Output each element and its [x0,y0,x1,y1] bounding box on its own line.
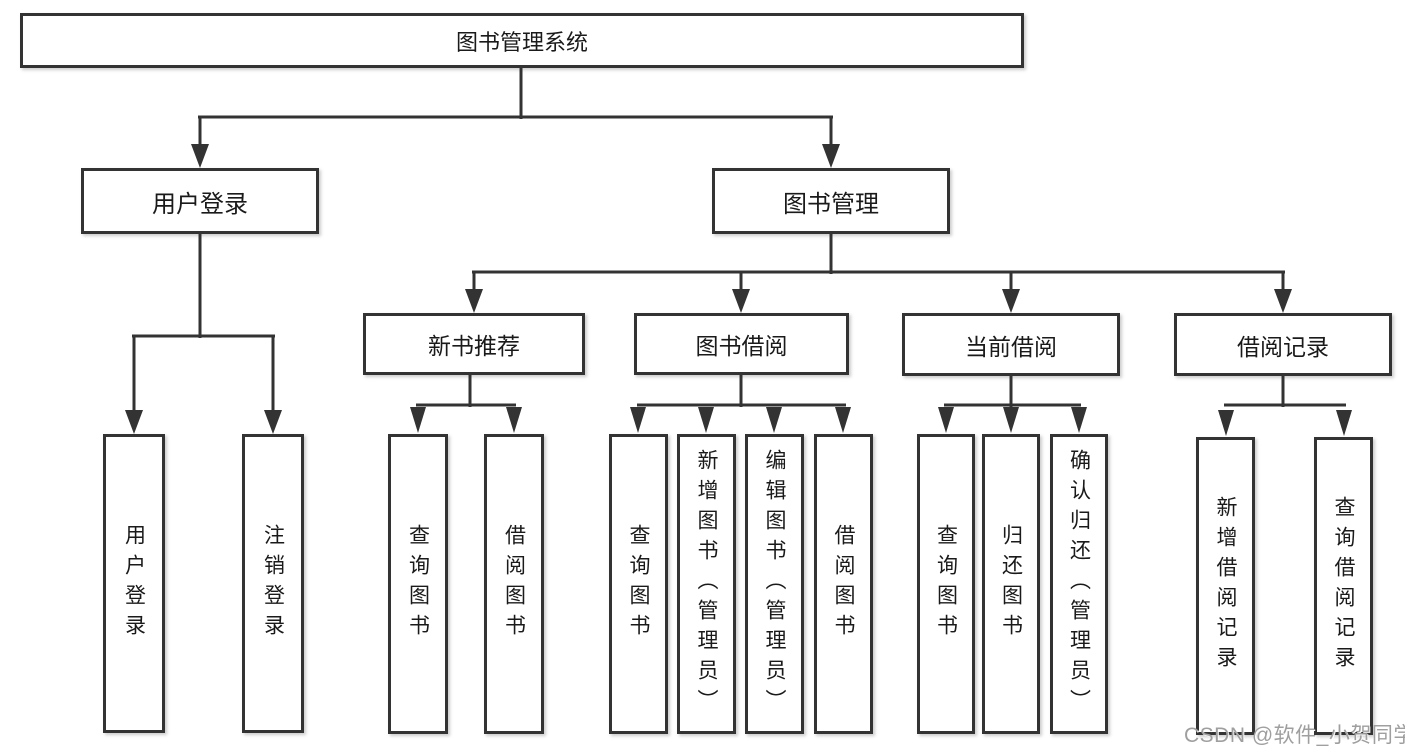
node-book-borrowing: 图书借阅 [634,313,849,375]
node-current-borrowing: 当前借阅 [902,313,1120,376]
node-label: 图书管理 [783,190,879,218]
leaf-label: 查询图书 [406,524,430,644]
connector-arrowhead [1274,289,1292,313]
connector-line [132,334,275,338]
connector-arrowhead [1002,289,1020,313]
leaf-label: 确认归还（管理员） [1067,449,1091,719]
node-book-management: 图书管理 [712,168,950,234]
leaf-edit-book-admin: 编辑图书（管理员） [745,434,804,734]
csdn-watermark: CSDN @软件_小贺同学 [1184,724,1405,747]
connector-arrowhead [264,410,282,434]
connector-line [198,117,202,148]
connector-line [829,117,833,148]
leaf-confirm-return-admin: 确认归还（管理员） [1050,434,1108,734]
leaf-return-book: 归还图书 [982,434,1040,734]
node-user-login: 用户登录 [81,168,319,234]
connector-line [739,272,743,291]
connector-arrowhead [191,144,209,168]
leaf-borrow-books: 借阅图书 [814,434,873,734]
node-label: 图书借阅 [695,333,788,359]
connector-arrowhead [938,407,954,433]
connector-arrowhead [835,407,851,433]
connector-arrowhead [732,289,750,313]
connector-arrowhead [1003,407,1019,433]
connector-line [271,336,275,412]
leaf-query-books-current: 查询图书 [917,434,975,734]
leaf-label: 新增图书（管理员） [695,449,718,719]
leaf-label: 编辑图书（管理员） [763,449,786,719]
connector-line [739,375,743,407]
connector-arrowhead [630,407,646,433]
leaf-borrow-books-recommend: 借阅图书 [484,434,544,734]
node-library-system: 图书管理系统 [20,13,1024,68]
connector-line [198,234,202,338]
leaf-add-borrow-record: 新增借阅记录 [1196,437,1255,735]
leaf-label: 新增借阅记录 [1214,496,1237,676]
leaf-label: 查询图书 [934,524,958,644]
connector-arrowhead [698,407,714,433]
leaf-label: 借阅图书 [502,524,526,644]
leaf-label: 查询借阅记录 [1332,496,1355,676]
connector-arrowhead [1336,410,1352,436]
leaf-query-books-recommend: 查询图书 [388,434,448,734]
connector-line [1224,403,1346,407]
connector-line [1281,272,1285,291]
leaf-query-books-borrowing: 查询图书 [609,434,668,734]
leaf-label: 注销登录 [261,523,285,644]
leaf-logout: 注销登录 [242,434,304,733]
connector-line [637,403,846,407]
connector-arrowhead [506,407,522,433]
connector-line [944,403,1081,407]
connector-line [1281,376,1285,407]
connector-line [519,68,523,119]
connector-line [472,272,476,291]
leaf-user-login: 用户登录 [103,434,165,733]
connector-arrowhead [465,289,483,313]
node-label: 图书管理系统 [455,29,588,55]
connector-arrowhead [1218,410,1234,436]
connector-line [468,375,472,407]
leaf-label: 查询图书 [627,524,650,644]
node-label: 当前借阅 [965,333,1057,360]
connector-line [829,234,833,274]
connector-arrowhead [410,407,426,433]
connector-arrowhead [822,144,840,168]
connector-line [1009,272,1013,291]
connector-arrowhead [1071,407,1087,433]
leaf-add-book-admin: 新增图书（管理员） [677,434,736,734]
connector-line [198,115,833,119]
leaf-label: 用户登录 [122,523,146,644]
connector-line [416,403,516,407]
leaf-label: 归还图书 [999,524,1023,644]
node-label: 用户登录 [152,190,248,218]
connector-line [132,336,136,412]
leaf-query-borrow-record: 查询借阅记录 [1314,437,1373,735]
connector-arrowhead [766,407,782,433]
connector-arrowhead [125,410,143,434]
connector-line [1009,376,1013,407]
node-new-book-recommend: 新书推荐 [363,313,585,375]
connector-line [472,270,1285,274]
leaf-label: 借阅图书 [832,524,855,644]
node-label: 新书推荐 [428,333,520,359]
node-label: 借阅记录 [1237,333,1329,360]
node-borrowing-records: 借阅记录 [1174,313,1392,376]
